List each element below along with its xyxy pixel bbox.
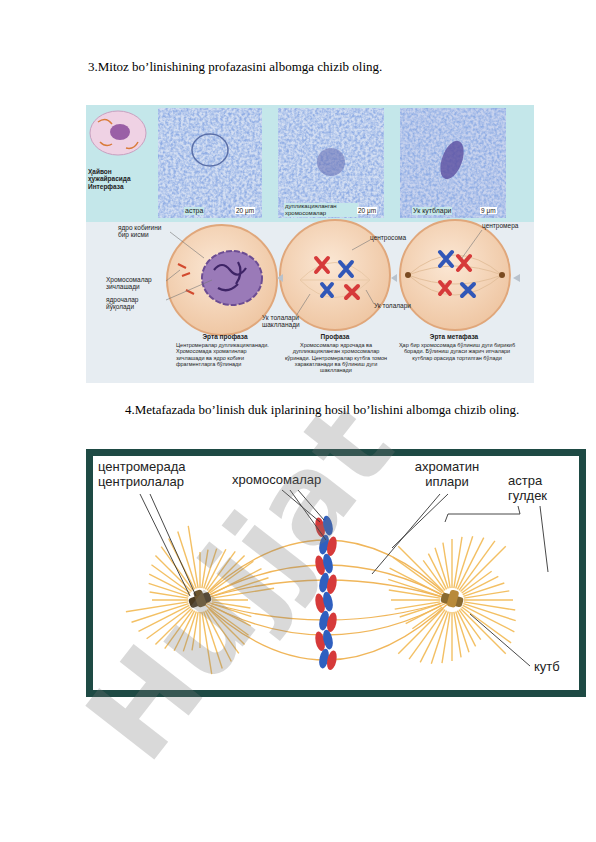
part-label: астра — [184, 207, 204, 215]
drawing-part — [214, 262, 246, 290]
drawing-part — [400, 108, 506, 218]
aster-ray — [443, 543, 450, 588]
drawing-part — [300, 263, 370, 298]
drawing-part — [167, 225, 277, 335]
drawing-part — [178, 264, 194, 294]
aster-ray — [428, 554, 446, 590]
aster-ray — [454, 612, 461, 657]
drawing-part — [499, 272, 505, 278]
drawing-part — [278, 108, 384, 218]
drawing-part — [158, 108, 262, 218]
leader-lines — [166, 230, 482, 316]
drawing-part — [366, 290, 374, 304]
aster-ray — [462, 607, 511, 643]
part-label: 20 μm — [235, 207, 255, 214]
part-label: Хромосомалар ядрочада ва дупликацияланга… — [284, 342, 388, 374]
aster-ray — [456, 536, 473, 588]
chromatid — [325, 650, 338, 671]
chromatid — [325, 612, 338, 633]
part-label: Эрта метафаза — [406, 333, 502, 340]
part-label: Ҳайвон ҳужайрасида Интерфаза — [88, 168, 154, 190]
aster-ray — [463, 604, 515, 621]
part-label: центромерада центриолалар — [98, 460, 216, 490]
part-label: центромера — [482, 222, 532, 229]
drawing-part — [170, 232, 204, 258]
drawing-part — [317, 148, 345, 176]
drawing-part — [445, 506, 520, 522]
part-label: дупликацияланган хромосомалар — [284, 203, 358, 217]
part-label: Центромералар дупликацияланади. Хромосом… — [176, 342, 274, 367]
drawing-part — [405, 272, 411, 278]
drawing-part — [392, 494, 448, 548]
drawing-part — [352, 240, 370, 250]
drawing-part — [462, 284, 474, 296]
drawing-part — [296, 294, 310, 316]
part-label: Эрта профаза — [180, 333, 270, 340]
drawing-part — [277, 274, 283, 282]
drawing-part — [440, 282, 450, 294]
drawing-part — [436, 138, 468, 182]
part-label: 20 μm — [357, 207, 377, 214]
drawing-part — [86, 105, 534, 222]
drawing-part — [110, 124, 130, 140]
part-label: Профаза — [290, 333, 380, 340]
part-label: Хромосомалар зичлашади — [106, 276, 166, 291]
drawing-part — [278, 108, 384, 218]
chromatid — [321, 629, 334, 650]
instruction-text: 3.Mitoz bo’linishining profazasini albom… — [88, 60, 558, 75]
part-label: Ҳар бир хромосомада бўлиниш дуги бирикиб… — [398, 342, 516, 361]
drawing-part — [316, 258, 328, 272]
drawing-part — [400, 108, 506, 218]
drawing-part — [166, 280, 212, 300]
drawing-part — [192, 134, 228, 166]
drawing-part — [391, 274, 397, 282]
stage-arrows — [277, 274, 520, 282]
drawing-part — [440, 252, 452, 266]
drawing-part — [98, 119, 138, 148]
aster-ray — [459, 541, 495, 590]
part-label: ядрочалар йўқолади — [106, 296, 166, 311]
drawing-part — [513, 274, 520, 282]
aster-ray — [451, 539, 452, 588]
cell-early-prophase — [167, 225, 277, 335]
mitosis-figure — [86, 105, 534, 383]
drawing-part — [540, 506, 548, 572]
aster-ray — [464, 599, 513, 600]
chromatid — [321, 591, 334, 612]
part-label: 9 μm — [480, 207, 497, 214]
part-label: Ук кутблари — [412, 207, 452, 215]
drawing-part — [158, 108, 262, 218]
drawing-part — [408, 255, 502, 295]
aster-ray — [391, 599, 440, 600]
drawing-part — [440, 587, 466, 609]
aster-ray — [463, 576, 499, 594]
cell-early-metaphase — [400, 220, 510, 330]
part-label: астра гулдек — [508, 474, 572, 504]
drawing-part — [462, 230, 482, 258]
drawing-part — [346, 286, 358, 298]
drawing-part — [202, 251, 262, 305]
aster-ray — [464, 591, 509, 598]
aster-ray — [451, 612, 452, 661]
interphase-cell — [90, 111, 146, 155]
part-label: кутб — [534, 660, 574, 675]
part-label: центросома — [370, 234, 420, 241]
drawing-part — [400, 220, 510, 330]
drawing-part — [340, 262, 352, 276]
drawing-part — [166, 270, 180, 281]
aster-ray — [431, 611, 448, 663]
drawing-part — [470, 614, 530, 666]
drawing-part — [86, 105, 534, 383]
part-label: Ук толалари шаклланади — [262, 314, 312, 329]
part-label: ядро кобиғини бир кисми — [118, 224, 170, 239]
micrographs — [158, 108, 506, 218]
drawing-part — [322, 284, 332, 296]
drawing-part — [446, 589, 459, 608]
drawing-part — [458, 256, 470, 270]
drawing-part — [90, 111, 146, 155]
part-label: Ук толалари — [374, 302, 422, 309]
